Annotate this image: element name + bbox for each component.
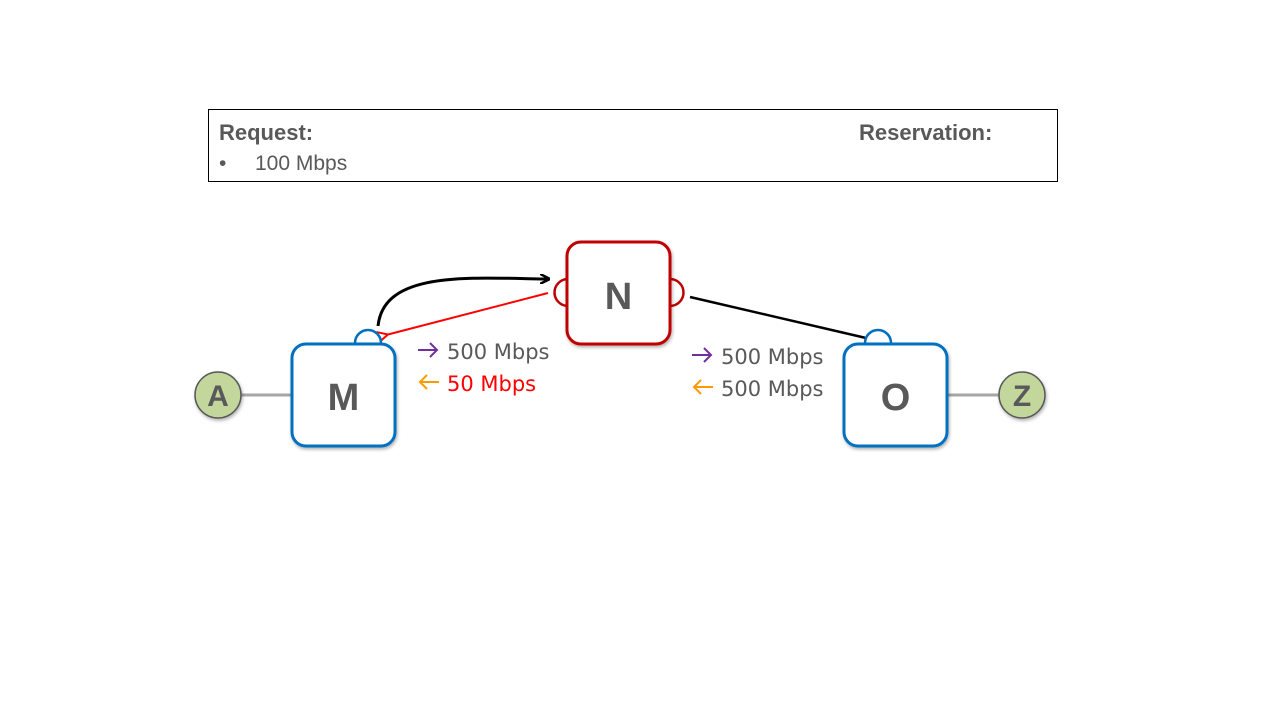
port-n-right: [669, 277, 685, 308]
reverse-arrow-icon: [418, 374, 439, 390]
reservation-title: Reservation:: [859, 120, 993, 145]
request-item-text: 100 Mbps: [255, 152, 348, 175]
endpoint-z: Z: [998, 371, 1046, 419]
endpoint-a: A: [194, 371, 242, 419]
request-reservation-box: Request: Reservation: • 100 Mbps: [208, 109, 1058, 182]
endpoint-a-label: A: [207, 380, 229, 413]
path-arrow-n-to-m: [386, 292, 549, 335]
request-item: • 100 Mbps: [219, 152, 347, 176]
forward-arrow-icon: [418, 342, 439, 358]
endpoint-z-label: Z: [1013, 380, 1031, 413]
node-o-label: O: [881, 377, 911, 419]
node-m-label: M: [328, 377, 360, 419]
link-n-o-bandwidth: 500 Mbps 500 Mbps: [692, 345, 823, 401]
link-m-n-reverse: 50 Mbps: [447, 372, 536, 396]
node-n-label: N: [605, 276, 632, 318]
link-n-o-reverse: 500 Mbps: [721, 377, 823, 401]
node-n: N: [565, 240, 672, 346]
link-n-o-forward: 500 Mbps: [721, 345, 823, 369]
port-o-top: [863, 328, 893, 344]
bullet-icon: •: [219, 152, 227, 175]
request-title: Request:: [219, 120, 314, 145]
link-m-n-bandwidth: 500 Mbps 50 Mbps: [418, 340, 549, 396]
path-arrow-m-to-n: [376, 278, 548, 327]
link-m-n-forward: 500 Mbps: [447, 340, 549, 364]
port-n-left: [553, 277, 569, 308]
node-o: O: [842, 342, 949, 448]
forward-arrow-icon: [692, 347, 713, 363]
port-m-top: [353, 328, 383, 344]
reverse-arrow-icon: [692, 379, 713, 395]
link-n-o: [689, 295, 867, 340]
node-m: M: [290, 342, 397, 448]
